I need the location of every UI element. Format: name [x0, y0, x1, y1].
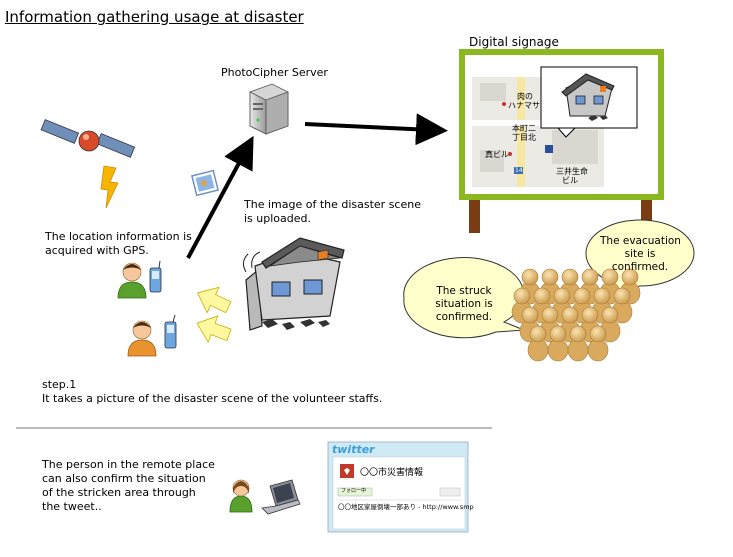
gps-caption: The location information is acquired wit…	[45, 230, 192, 257]
map-label: 真ビル	[485, 150, 509, 159]
server-icon	[249, 83, 289, 135]
laptop-icon	[261, 479, 301, 515]
yellow-arrow-2	[196, 315, 232, 344]
mobile-phone-icon	[164, 314, 177, 349]
map-label: ハナマサ	[508, 101, 540, 110]
upload-arrow	[186, 135, 254, 259]
volunteer-person-orange-icon	[127, 320, 157, 357]
twitter-tweet-text: 〇〇地区家屋倒壊一部あり - http://www.smp	[338, 503, 474, 511]
digital-signage	[459, 49, 664, 233]
signal-bolt-icon	[100, 165, 119, 209]
map-label: ビル	[562, 176, 578, 185]
photo-icon	[190, 169, 220, 197]
map-label: 丁目北	[512, 133, 536, 142]
remote-person-icon	[229, 479, 253, 513]
twitter-logo: twitter	[332, 443, 375, 456]
bubble-struck-text: The struck situation is confirmed.	[435, 285, 493, 323]
upload-caption: The image of the disaster scene is uploa…	[244, 198, 421, 225]
twitter-account-name: 〇〇市災害情報	[360, 468, 424, 478]
volunteer-person-green-icon	[117, 262, 147, 299]
route-marker: 14	[515, 167, 523, 174]
signage-house-icon	[561, 73, 615, 121]
map-label: 本町二	[512, 124, 536, 133]
step-label: step.1	[42, 378, 77, 391]
twitter-card	[327, 441, 469, 533]
bubble-evac-text: The evacuation site is confirmed.	[600, 235, 681, 273]
map-label: 三井生命	[556, 167, 588, 176]
page-title: Information gathering usage at disaster	[5, 8, 304, 26]
mobile-phone-icon	[149, 260, 162, 293]
remote-caption: The person in the remote place can also …	[42, 458, 215, 513]
yellow-arrow-1	[197, 286, 232, 314]
signage-arrow	[304, 113, 448, 146]
twitter-follow-badge: フォロー中	[341, 488, 367, 494]
step-description: It takes a picture of the disaster scene…	[42, 392, 383, 405]
digital-signage-label: Digital signage	[469, 35, 559, 49]
server-label: PhotoCipher Server	[221, 66, 328, 79]
map-label: 肉の	[517, 92, 533, 101]
satellite-icon	[40, 119, 136, 158]
collapsed-house-icon	[242, 237, 345, 331]
